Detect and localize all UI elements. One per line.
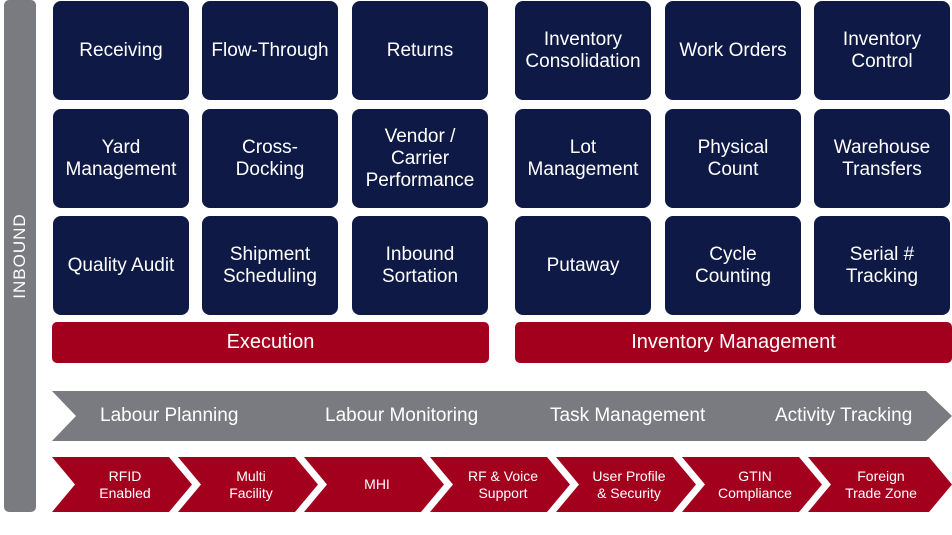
flow-item-task-management: Task Management xyxy=(550,405,706,426)
capability-chevrons: RFID Enabled Multi Facility MHI RF & Voi… xyxy=(52,457,952,512)
chevron-gtin-compliance: GTIN Compliance xyxy=(718,467,792,501)
inventory-management-band: Inventory Management xyxy=(515,322,952,363)
tile-inventory-consolidation: Inventory Consolidation xyxy=(515,1,651,100)
flow-item-labour-monitoring: Labour Monitoring xyxy=(325,405,479,426)
tile-returns: Returns xyxy=(352,1,488,100)
tile-putaway: Putaway xyxy=(515,216,651,315)
chevron-rf-voice-support: RF & Voice Support xyxy=(467,467,539,501)
chevron-foreign-trade-zone: Foreign Trade Zone xyxy=(845,467,917,501)
chevron-user-profile-security: User Profile & Security xyxy=(592,467,666,501)
flow-item-activity-tracking: Activity Tracking xyxy=(775,405,913,426)
chevron-mhi: MHI xyxy=(364,476,390,492)
execution-band: Execution xyxy=(52,322,489,363)
tile-serial-tracking: Serial # Tracking xyxy=(814,216,950,315)
tile-vendor-carrier-performance: Vendor / Carrier Performance xyxy=(352,109,488,208)
process-arrow: Labour Planning Labour Monitoring Task M… xyxy=(52,391,952,441)
tile-shipment-scheduling: Shipment Scheduling xyxy=(202,216,338,315)
inbound-sidebar: INBOUND xyxy=(4,0,36,512)
process-arrow-shape xyxy=(52,391,952,441)
tile-yard-management: Yard Management xyxy=(53,109,189,208)
chevron-rfid-enabled: RFID Enabled xyxy=(99,467,151,501)
tile-inventory-control: Inventory Control xyxy=(814,1,950,100)
tile-quality-audit: Quality Audit xyxy=(53,216,189,315)
tile-lot-management: Lot Management xyxy=(515,109,651,208)
tile-flow-through: Flow-Through xyxy=(202,1,338,100)
flow-item-labour-planning: Labour Planning xyxy=(100,405,239,426)
chevron-multi-facility: Multi Facility xyxy=(229,467,273,501)
tile-physical-count: Physical Count xyxy=(665,109,801,208)
tile-work-orders: Work Orders xyxy=(665,1,801,100)
tile-warehouse-transfers: Warehouse Transfers xyxy=(814,109,950,208)
inbound-label: INBOUND xyxy=(10,213,29,299)
tile-receiving: Receiving xyxy=(53,1,189,100)
chevron-shapes xyxy=(52,457,952,512)
tile-cycle-counting: Cycle Counting xyxy=(665,216,801,315)
tile-cross-docking: Cross-Docking xyxy=(202,109,338,208)
tile-inbound-sortation: Inbound Sortation xyxy=(352,216,488,315)
